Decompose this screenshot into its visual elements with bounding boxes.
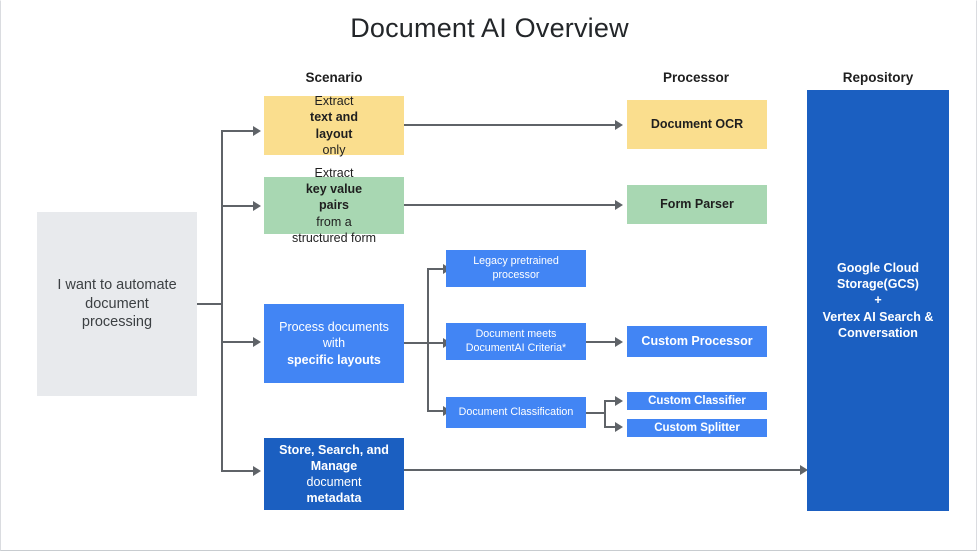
scenario-1-line-2: layout only — [315, 126, 353, 157]
scenario-2-line-2: pairs from a — [316, 198, 352, 229]
connector-branch-scenario-1 — [221, 130, 255, 132]
connector-scenario1-to-ocr — [404, 124, 617, 126]
custom-processor-label: Custom Processor — [641, 334, 753, 349]
scenario-3-line-2: with specific layouts — [287, 336, 381, 367]
arrowhead-custom-processor — [615, 337, 623, 347]
connector-scenario4-to-repository — [404, 469, 802, 471]
connector-to-document-meets-criteria — [427, 342, 445, 344]
arrowhead-form-parser — [615, 200, 623, 210]
processor-node-custom-splitter[interactable]: Custom Splitter — [627, 419, 767, 437]
scenario-1-line-1: Extract text and — [310, 94, 358, 125]
connector-scenario3-stub — [404, 342, 429, 344]
repository-node[interactable]: Google Cloud Storage(GCS) + Vertex AI Se… — [807, 90, 949, 511]
scenario-node-store-search-manage[interactable]: Store, Search, and Manage document metad… — [264, 438, 404, 510]
connector-scenario2-to-form-parser — [404, 204, 617, 206]
scenario-4-line-2: Manage document — [306, 458, 362, 489]
arrowhead-scenario-3 — [253, 337, 261, 347]
processor-node-document-ocr[interactable]: Document OCR — [627, 100, 767, 149]
scenario-3-line-1: Process documents — [279, 320, 389, 335]
repository-line-4: Vertex AI Search & — [822, 309, 934, 324]
custom-splitter-label: Custom Splitter — [654, 421, 740, 434]
column-header-repository: Repository — [842, 70, 914, 85]
arrowhead-scenario-2 — [253, 201, 261, 211]
document-classification-label: Document Classification — [458, 405, 574, 418]
arrowhead-custom-splitter — [615, 422, 623, 432]
arrowhead-repository — [800, 465, 808, 475]
entry-line-2: document — [85, 295, 149, 312]
page-title: Document AI Overview — [350, 13, 629, 43]
column-header-scenario: Scenario — [305, 70, 363, 85]
document-meets-criteria-line-2: DocumentAI Criteria* — [465, 341, 567, 354]
connector-branch-scenario-4 — [221, 470, 255, 472]
entry-node[interactable]: I want to automate document processing — [37, 212, 197, 396]
connector-branch-scenario-2 — [221, 205, 255, 207]
repository-line-1: Google Cloud — [837, 260, 919, 275]
scenario-node-extract-text-layout[interactable]: Extract text and layout only — [264, 94, 404, 157]
scenario-4-line-1: Store, Search, and — [279, 442, 389, 457]
connector-entry-stub — [197, 303, 223, 305]
repository-line-2: Storage(GCS) — [837, 277, 919, 292]
connector-entry-spine — [221, 130, 223, 471]
custom-classifier-label: Custom Classifier — [648, 394, 746, 407]
column-header-processor: Processor — [662, 70, 730, 85]
repository-line-5: Conversation — [838, 325, 918, 340]
connector-to-legacy-pretrained — [427, 268, 445, 270]
connector-to-custom-classifier — [604, 400, 617, 402]
processor-node-form-parser[interactable]: Form Parser — [627, 185, 767, 224]
connector-criteria-to-custom-processor — [586, 341, 617, 343]
scenario-node-process-specific-layouts[interactable]: Process documents with specific layouts — [264, 304, 404, 383]
legacy-pretrained-line-2: processor — [492, 268, 540, 281]
processor-node-custom-processor[interactable]: Custom Processor — [627, 326, 767, 357]
form-parser-label: Form Parser — [660, 197, 734, 212]
entry-line-3: processing — [81, 314, 153, 331]
scenario-2-line-3: structured form — [291, 230, 377, 245]
arrowhead-scenario-1 — [253, 126, 261, 136]
intermediate-node-document-classification[interactable]: Document Classification — [446, 397, 586, 428]
arrowhead-document-ocr — [615, 120, 623, 130]
intermediate-node-document-meets-criteria[interactable]: Document meets DocumentAI Criteria* — [446, 323, 586, 360]
entry-line-1: I want to automate — [57, 276, 177, 293]
scenario-2-line-1: Extract key value — [305, 165, 363, 197]
scenario-node-extract-key-value[interactable]: Extract key value pairs from a structure… — [264, 166, 404, 245]
intermediate-node-legacy-pretrained-processor[interactable]: Legacy pretrained processor — [446, 250, 586, 287]
arrowhead-custom-classifier — [615, 396, 623, 406]
connector-classification-spine — [604, 400, 606, 427]
document-ocr-label: Document OCR — [650, 117, 744, 132]
arrowhead-scenario-4 — [253, 466, 261, 476]
document-meets-criteria-line-1: Document meets — [475, 327, 557, 340]
connector-to-custom-splitter — [604, 426, 617, 428]
repository-line-3: + — [874, 293, 882, 308]
scenario-4-line-3: metadata — [306, 491, 362, 506]
processor-node-custom-classifier[interactable]: Custom Classifier — [627, 392, 767, 410]
connector-scenario3-spine — [427, 268, 429, 411]
legacy-pretrained-line-1: Legacy pretrained — [473, 254, 559, 267]
connector-to-document-classification — [427, 410, 445, 412]
connector-branch-scenario-3 — [221, 341, 255, 343]
connector-classification-stub — [586, 412, 606, 414]
